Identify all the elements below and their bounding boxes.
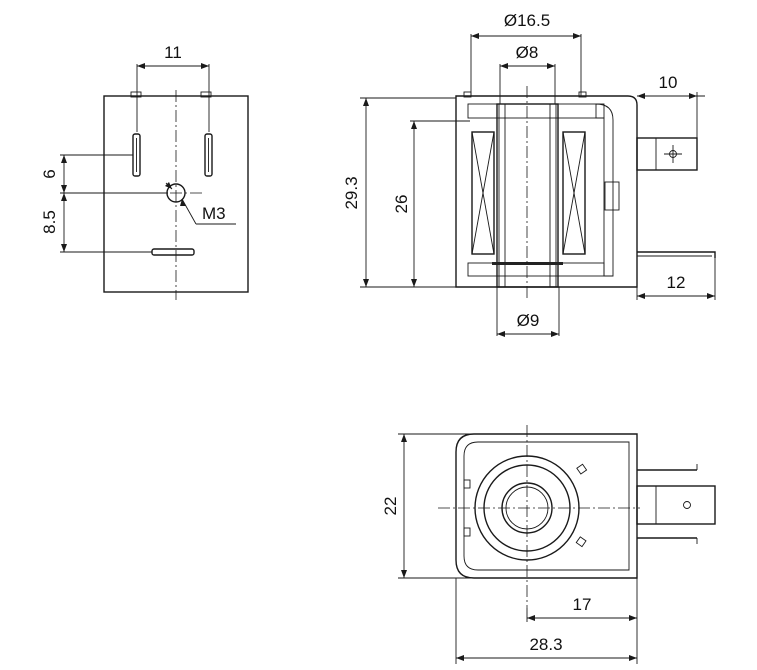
overall-height-label: 29.3: [342, 176, 361, 209]
overall-length-label: 28.3: [529, 635, 562, 654]
potting-body: [455, 95, 638, 288]
pin-offset-label: 6: [40, 169, 59, 178]
winding-right: [562, 131, 586, 255]
thread-label: M3: [202, 204, 226, 223]
terminal-slot-right: [204, 133, 213, 177]
bore-ring: [492, 262, 563, 265]
yoke-wall: [595, 103, 614, 277]
top-view: 22 17 28.3: [381, 425, 716, 664]
bore-diameter-label: Ø8: [516, 43, 539, 62]
winding-left: [471, 131, 495, 255]
front-view: 11 6 8.5 M3: [40, 43, 249, 300]
terminal-blade: [636, 137, 698, 171]
pin-tab-right: [200, 91, 212, 98]
bracket: [637, 251, 716, 258]
terminal-length-label: 10: [659, 73, 678, 92]
top-width-label: 22: [381, 497, 400, 516]
top-body-inner: [463, 441, 630, 571]
outer-diameter-label: Ø16.5: [504, 11, 550, 30]
bore: [496, 103, 559, 288]
inner-diameter-label: Ø9: [517, 311, 540, 330]
pin-spacing-label: 11: [164, 43, 182, 62]
top-terminal-blade: [636, 485, 716, 525]
bracket-length-label: 12: [667, 273, 686, 292]
pin-tab-left: [130, 91, 142, 98]
coil-height-label: 26: [392, 195, 411, 214]
ground-slot: [151, 248, 195, 256]
section-view: Ø16.5 Ø8 Ø9 29.3 26 10: [342, 11, 716, 337]
bobbin-top-flange: [467, 103, 605, 119]
center-offset-label: 17: [573, 595, 592, 614]
hole-offset-label: 8.5: [40, 210, 59, 234]
